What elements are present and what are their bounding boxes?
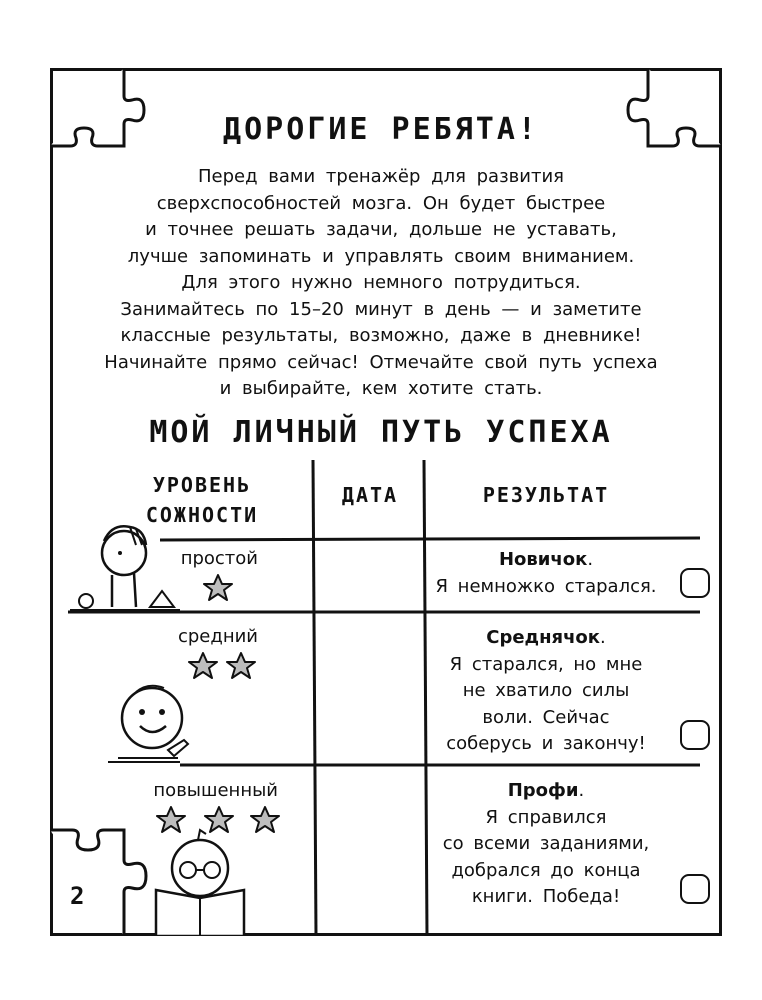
level-label: повышенный [153, 780, 278, 801]
puzzle-corner-bottom-left-icon [50, 828, 148, 936]
column-header-level: УРОВЕНЬ СОЖНОСТИ [112, 470, 292, 530]
column-header-level-line: УРОВЕНЬ [152, 473, 252, 497]
result-checkbox-pro[interactable] [680, 874, 710, 904]
child-with-apple-icon [78, 525, 176, 609]
level-label: средний [177, 626, 258, 647]
result-line: со всеми заданиями, [442, 833, 650, 854]
result-checkbox-beginner[interactable] [680, 568, 710, 598]
result-name: Среднячок [486, 627, 601, 648]
table-title: МОЙ ЛИЧНЫЙ ПУТЬ УСПЕХА [149, 415, 613, 450]
level-label: простой [180, 548, 258, 569]
star-icon [204, 806, 234, 833]
intro-line: лучше запоминать и управлять своим внима… [127, 245, 635, 267]
intro-line: Занимайтесь по 15–20 минут в день — и за… [120, 298, 642, 320]
page-number: 2 [70, 882, 85, 910]
result-line: воли. Сейчас [482, 706, 610, 728]
puzzle-corner-top-left-icon [50, 68, 146, 148]
result-description: Профи. Я справился со всеми заданиями, д… [428, 778, 664, 911]
result-description: Среднячок. Я старался, но мне не хватило… [428, 625, 664, 758]
star-icon [226, 652, 256, 679]
result-checkbox-intermediate[interactable] [680, 720, 710, 750]
result-line: не хватило силы [462, 680, 630, 701]
intro-line: сверхспособностей мозга. Он будет быстре… [156, 192, 606, 214]
intro-line: и точнее решать задачи, дольше не устава… [145, 219, 617, 240]
intro-line: Для этого нужно немного потрудиться. [181, 272, 581, 293]
star-icon [203, 574, 233, 601]
page-frame [50, 68, 722, 936]
intro-line: Перед вами тренажёр для развития [198, 166, 564, 187]
child-reading-book-icon [154, 828, 246, 936]
intro-line: классные результаты, возможно, даже в дн… [120, 325, 642, 346]
column-header-level-line: СОЖНОСТИ [145, 503, 259, 527]
page-heading: ДОРОГИЕ РЕБЯТА! [223, 112, 539, 147]
intro-paragraph: Перед вами тренажёр для развития сверхсп… [70, 164, 692, 403]
result-line: книги. Победа! [471, 886, 621, 907]
puzzle-corner-top-right-icon [626, 68, 722, 148]
column-header-date: ДАТА [341, 483, 399, 507]
column-header-result: РЕЗУЛЬТАТ [482, 483, 610, 507]
star-icon [250, 806, 280, 833]
smiling-child-writing-icon [118, 684, 190, 759]
result-line: Я справился [485, 806, 607, 828]
result-line: соберусь и закончу! [446, 733, 646, 754]
star-icon [188, 652, 218, 679]
result-name: Профи [507, 780, 579, 801]
star-icon [156, 806, 186, 833]
intro-line: Начинайте прямо сейчас! Отмечайте свой п… [104, 351, 658, 373]
result-description: Новичок. Я немножко старался. [428, 547, 664, 600]
result-name: Новичок [498, 549, 588, 570]
result-line: Я немножко старался. [435, 575, 657, 597]
result-line: добрался до конца [451, 859, 641, 881]
intro-line: и выбирайте, кем хотите стать. [219, 378, 543, 399]
result-line: Я старался, но мне [449, 653, 643, 675]
